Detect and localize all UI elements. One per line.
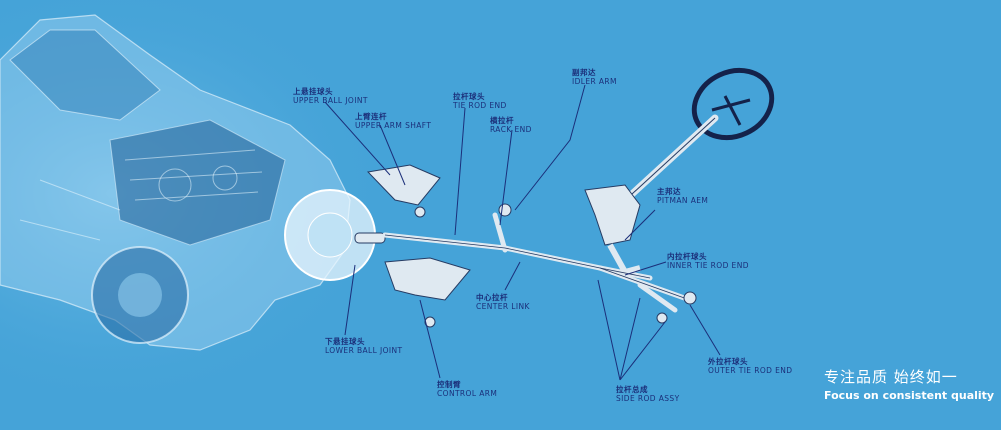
slogan-zh: 专注品质 始终如一 <box>824 368 958 386</box>
label-idler-arm: 副邦达 IDLER ARM <box>572 68 617 86</box>
tie-rod-end-en: TIE ROD END <box>453 101 507 110</box>
lower-ball-joint-en: LOWER BALL JOINT <box>325 346 403 355</box>
side-rod-assy-zh: 拉杆总成 <box>616 385 648 394</box>
label-pitman-arm: 主邦达 PITMAN AEM <box>657 187 708 205</box>
control-arm-zh: 控制臂 <box>437 380 461 389</box>
label-lower-ball-joint: 下悬挂球头 LOWER BALL JOINT <box>325 337 403 355</box>
upper-arm-shaft-en: UPPER ARM SHAFT <box>355 121 432 130</box>
label-center-link: 中心拉杆 CENTER LINK <box>476 293 530 311</box>
center-link-en: CENTER LINK <box>476 302 530 311</box>
label-outer-tie-rod-end: 外拉杆球头 OUTER TIE ROD END <box>708 357 792 375</box>
idler-arm-en: IDLER ARM <box>572 77 617 86</box>
outer-tie-rod-end-zh: 外拉杆球头 <box>708 357 748 366</box>
label-inner-tie-rod-end: 内拉杆球头 INNER TIE ROD END <box>667 252 749 270</box>
tie-rod-end-zh: 拉杆球头 <box>453 92 485 101</box>
outer-tie-rod-end-en: OUTER TIE ROD END <box>708 366 793 375</box>
label-tie-rod-end: 拉杆球头 TIE ROD END <box>453 92 507 110</box>
side-rod-assy-en: SIDE ROD ASSY <box>616 394 680 403</box>
pitman-arm-en: PITMAN AEM <box>657 196 709 205</box>
label-upper-arm-shaft: 上臂连杆 UPPER ARM SHAFT <box>355 112 431 130</box>
center-link-zh: 中心拉杆 <box>476 293 508 302</box>
label-control-arm: 控制臂 CONTROL ARM <box>437 380 497 398</box>
upper-ball-joint-en: UPPER BALL JOINT <box>293 96 368 105</box>
inner-tie-rod-end-zh: 内拉杆球头 <box>667 252 707 261</box>
lower-ball-joint-zh: 下悬挂球头 <box>325 337 365 346</box>
label-side-rod-assy: 拉杆总成 SIDE ROD ASSY <box>616 385 680 403</box>
pitman-arm-zh: 主邦达 <box>657 187 681 196</box>
inner-tie-rod-end-en: INNER TIE ROD END <box>667 261 749 270</box>
rack-end-en: RACK END <box>490 125 532 134</box>
slogan: 专注品质 始终如一 Focus on consistent quality <box>824 368 994 404</box>
upper-arm-shaft-zh: 上臂连杆 <box>355 112 387 121</box>
label-rack-end: 横拉杆 RACK END <box>490 116 532 134</box>
idler-arm-zh: 副邦达 <box>572 68 596 77</box>
control-arm-en: CONTROL ARM <box>437 389 498 398</box>
label-upper-ball-joint: 上悬挂球头 UPPER BALL JOINT <box>293 87 368 105</box>
slogan-en: Focus on consistent quality <box>824 389 995 402</box>
upper-ball-joint-zh: 上悬挂球头 <box>293 87 333 96</box>
rack-end-zh: 横拉杆 <box>490 116 514 125</box>
